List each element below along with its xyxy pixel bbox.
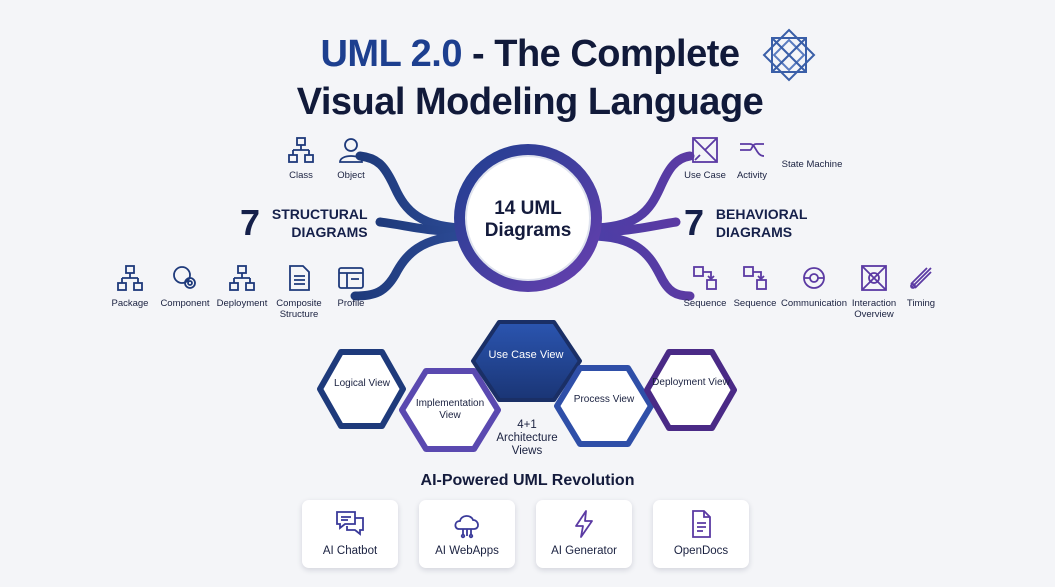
- item-label: Activity: [736, 170, 768, 181]
- object-diagram-icon: [339, 138, 363, 163]
- structural-count: 7: [240, 202, 261, 243]
- ai-chatbot-card[interactable]: AI Chatbot: [302, 500, 398, 568]
- architecture-hexagons: [317, 320, 737, 452]
- implementation-view-label: Implementation View: [415, 398, 485, 421]
- item-label: Package: [111, 298, 149, 309]
- item-label: Communication: [781, 298, 847, 309]
- diagram-item-component: Component: [147, 264, 223, 309]
- opendocs-card[interactable]: OpenDocs: [653, 500, 749, 568]
- chat-icon: [336, 511, 364, 536]
- item-label: Interaction Overview: [851, 298, 897, 320]
- item-label: Timing: [906, 298, 936, 309]
- structural-label-line1: STRUCTURAL: [271, 206, 368, 222]
- architecture-caption: 4+1 Architecture Views: [484, 419, 570, 458]
- document-icon: [692, 510, 711, 538]
- item-label: Composite Structure: [276, 298, 322, 320]
- title-line1-rest: - The Complete: [461, 33, 740, 75]
- diagram-item-interaction-overview: Interaction Overview: [836, 264, 912, 320]
- item-label: Object: [337, 170, 365, 181]
- item-label: Profile: [337, 298, 365, 309]
- hex-implementation: [399, 368, 501, 452]
- package-diagram-icon: [117, 265, 143, 291]
- behavioral-branches: [585, 151, 695, 301]
- item-label: Deployment: [216, 298, 268, 309]
- logical-view-label: Logical View: [334, 378, 390, 389]
- communication-diagram-icon: [803, 267, 825, 289]
- behavioral-label: 7 BEHAVIORAL DIAGRAMS: [684, 203, 807, 243]
- use-case-diagram-icon: [692, 137, 718, 163]
- use-case-view-label: Use Case View: [488, 349, 564, 361]
- hex-use-case: [471, 320, 582, 402]
- diagram-item-deployment: Deployment: [204, 264, 280, 309]
- diagram-item-object: Object: [313, 136, 389, 181]
- card-label: AI Chatbot: [322, 545, 378, 557]
- item-label: State Machine: [781, 159, 843, 170]
- hex-process: [554, 365, 654, 447]
- title-highlight: UML 2.0: [320, 33, 462, 75]
- uml-logo-icon: [762, 28, 816, 82]
- behavioral-label-line1: BEHAVIORAL: [715, 206, 808, 222]
- sequence-diagram-icon: [743, 266, 767, 290]
- timing-diagram-icon: [910, 267, 932, 289]
- architecture-caption-line3: Views: [511, 445, 543, 457]
- diagram-item-composite-structure: Composite Structure: [261, 264, 337, 320]
- page-title: UML 2.0 - The Complete Visual Modeling L…: [150, 30, 910, 126]
- card-label: AI WebApps: [435, 545, 499, 557]
- component-diagram-icon: [173, 266, 196, 289]
- item-label: Use Case: [684, 170, 726, 181]
- architecture-caption-line1: 4+1: [517, 419, 537, 431]
- diagram-item-activity: Activity: [714, 136, 790, 181]
- process-view-label: Process View: [573, 394, 635, 405]
- diagram-item-class: Class: [263, 136, 339, 181]
- diagram-item-timing: Timing: [883, 264, 959, 309]
- diagram-item-communication: Communication: [776, 264, 852, 309]
- item-label: Sequence: [683, 298, 727, 309]
- sequence-diagram-icon: [693, 266, 717, 290]
- deployment-diagram-icon: [229, 265, 255, 291]
- diagram-item-package: Package: [92, 264, 168, 309]
- diagram-item-state-machine: State Machine: [774, 159, 850, 170]
- ai-webapps-card[interactable]: AI WebApps: [419, 500, 515, 568]
- behavioral-count: 7: [684, 202, 705, 243]
- card-label: OpenDocs: [673, 545, 729, 557]
- diagram-item-sequence-1: Sequence: [667, 264, 743, 309]
- card-label: AI Generator: [551, 545, 617, 557]
- ai-section-title: AI-Powered UML Revolution: [420, 472, 635, 489]
- architecture-caption-line2: Architecture: [496, 432, 558, 444]
- structural-label: 7 STRUCTURAL DIAGRAMS: [240, 203, 368, 243]
- diagram-item-sequence-2: Sequence: [717, 264, 793, 309]
- activity-diagram-icon: [740, 143, 765, 157]
- center-label: 14 UML Diagrams: [484, 198, 572, 241]
- composite-structure-icon: [289, 265, 310, 291]
- deployment-view-label: Deployment View: [652, 377, 730, 388]
- structural-label-line2: DIAGRAMS: [291, 224, 368, 240]
- lightning-icon: [575, 510, 593, 538]
- class-diagram-icon: [288, 137, 314, 163]
- diagram-item-use-case: Use Case: [667, 136, 743, 181]
- title-line2: Visual Modeling Language: [296, 81, 764, 123]
- item-label: Component: [160, 298, 210, 309]
- hex-deployment: [644, 349, 737, 431]
- interaction-overview-icon: [861, 265, 887, 291]
- item-label: Sequence: [733, 298, 777, 309]
- diagram-item-profile: Profile: [313, 264, 389, 309]
- cloud-icon: [454, 515, 479, 539]
- item-label: Class: [289, 170, 313, 181]
- center-hub: [454, 144, 602, 292]
- behavioral-label-line2: DIAGRAMS: [715, 224, 793, 240]
- profile-diagram-icon: [338, 267, 364, 289]
- hex-logical: [317, 349, 406, 429]
- ai-generator-card[interactable]: AI Generator: [536, 500, 632, 568]
